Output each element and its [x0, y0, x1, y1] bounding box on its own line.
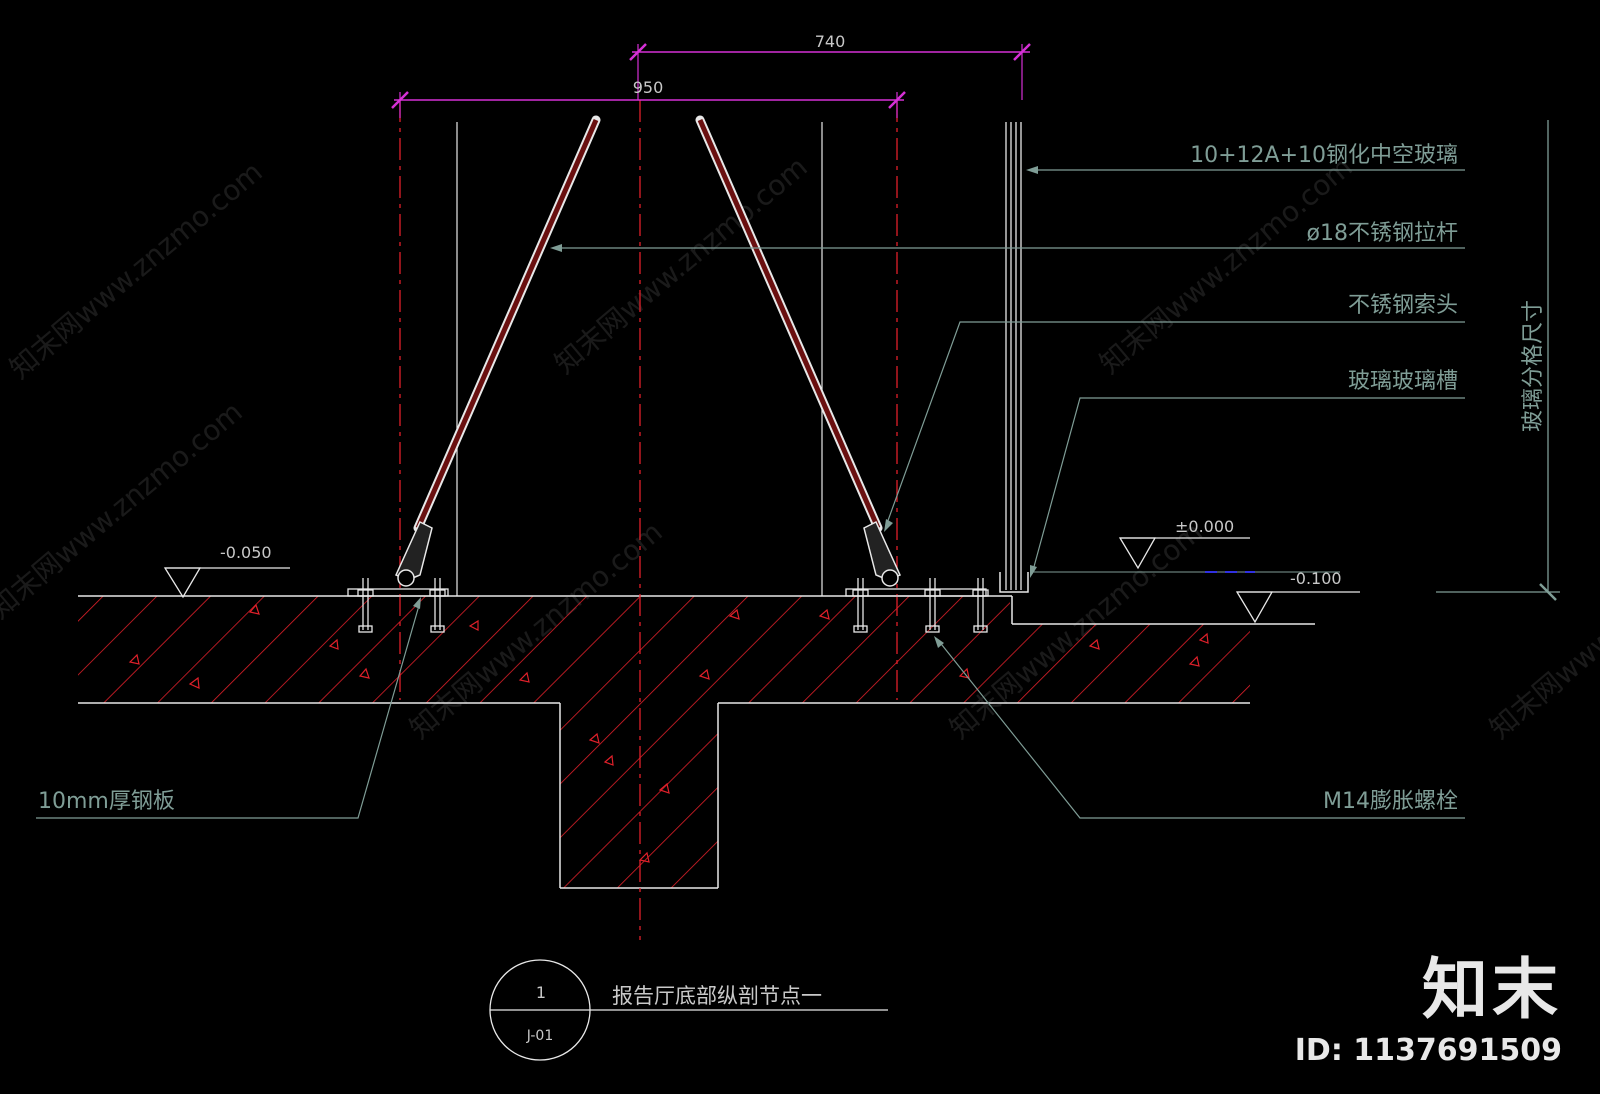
base-plates	[347, 578, 989, 633]
leaders	[36, 169, 1465, 819]
watermark-text: 知末网www.znzmo.com	[0, 395, 249, 625]
leader-arrow	[884, 519, 893, 532]
stainless-rods	[394, 115, 902, 587]
label-glass-slot: 玻璃玻璃槽	[1348, 369, 1458, 394]
label-rod: ø18不锈钢拉杆	[1307, 221, 1458, 246]
center-lines	[399, 100, 898, 940]
label-cable-head: 不锈钢索头	[1348, 293, 1458, 318]
leader-arrow	[413, 597, 421, 609]
watermark-text: 知末网www.znzmo.com	[1483, 515, 1600, 745]
anchor-bolt	[924, 578, 941, 633]
glass-slot	[999, 572, 1029, 593]
watermark-text: 知末网www.znzmo.com	[1093, 150, 1358, 380]
title-text: 报告厅底部纵剖节点一	[612, 984, 822, 1008]
level-left-text: -0.050	[220, 543, 272, 562]
leader-arrow	[934, 636, 944, 648]
level-left: -0.050	[163, 543, 290, 599]
anchor-bolt	[429, 578, 446, 633]
leader-arrow	[1030, 565, 1037, 578]
glass-grid-dimension: 玻璃分格尺寸	[1436, 120, 1560, 601]
dimension-950: 950	[391, 78, 906, 118]
glass-grid-label: 玻璃分格尺寸	[1521, 300, 1546, 432]
level-zero-text: ±0.000	[1175, 517, 1234, 536]
watermark-text: 知末网www.znzmo.com	[548, 150, 813, 380]
title-number: 1	[536, 983, 546, 1002]
dimension-740-text: 740	[815, 32, 846, 51]
dimension-950-text: 950	[633, 78, 664, 97]
level-right-text: -0.100	[1290, 569, 1342, 588]
anchor-bolt	[852, 578, 869, 633]
level-right: -0.100	[1235, 569, 1360, 624]
title-sheet: J-01	[526, 1028, 554, 1044]
concrete-section	[78, 595, 1315, 889]
anchor-bolt	[357, 578, 374, 633]
label-steel-plate: 10mm厚钢板	[38, 789, 175, 814]
watermark-text: 知末网www.znzmo.com	[3, 155, 268, 385]
anchor-bolt	[972, 578, 989, 633]
label-glass: 10+12A+10钢化中空玻璃	[1190, 143, 1458, 168]
level-zero: ±0.000	[1118, 517, 1250, 570]
brand-id: ID: 1137691509	[1294, 1033, 1562, 1068]
leader-arrow	[550, 244, 562, 252]
title-block: 1 J-01 报告厅底部纵剖节点一	[489, 959, 888, 1061]
brand-block: 知末 ID: 1137691509	[1294, 951, 1562, 1069]
frame-lines	[456, 122, 823, 596]
brand-logo: 知末	[1422, 951, 1562, 1028]
leader-arrow	[1026, 166, 1038, 174]
label-bolt: M14膨胀螺栓	[1323, 789, 1458, 814]
dimension-740: 740	[629, 32, 1031, 100]
glass-panel	[999, 122, 1029, 593]
concrete-slab	[78, 596, 1250, 888]
